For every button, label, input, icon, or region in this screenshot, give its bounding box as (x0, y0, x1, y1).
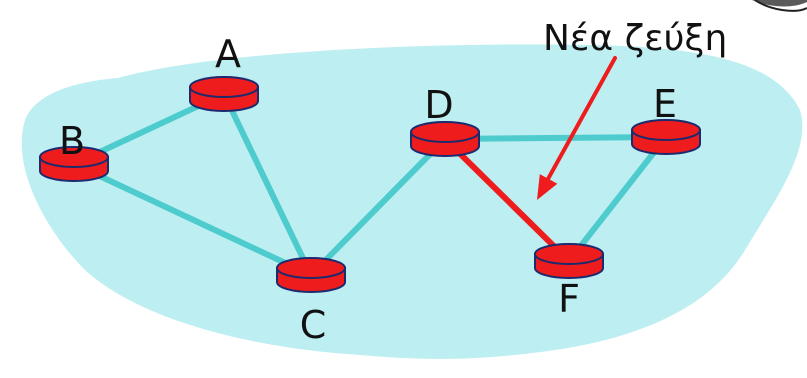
link-A-C (221, 91, 314, 278)
router-a (189, 76, 259, 112)
arrow-shaft (541, 56, 617, 190)
router-label-f: F (558, 277, 580, 321)
new-link-annotation: Νέα ζεύξη (543, 18, 727, 59)
router-top (39, 146, 109, 168)
router-f (534, 243, 604, 279)
router-top (631, 119, 701, 141)
router-c (276, 257, 346, 293)
routers-layer (39, 76, 701, 293)
router-top (189, 76, 259, 98)
link-C-D (308, 136, 448, 278)
router-top (276, 257, 346, 279)
arrow-layer (537, 56, 617, 200)
corner-fragment-edge (754, 0, 807, 12)
router-label-c: C (300, 303, 327, 347)
corner-fragment (752, 0, 807, 7)
link-D-E (442, 134, 669, 142)
labels-layer: A B C D E F (59, 32, 677, 347)
router-b (39, 146, 109, 182)
arrow-head (537, 174, 558, 200)
router-label-a: A (215, 32, 241, 76)
router-e (631, 119, 701, 155)
router-top (410, 121, 480, 143)
router-label-b: B (59, 119, 85, 163)
network-cloud (21, 44, 803, 359)
router-d (410, 121, 480, 157)
router-label-e: E (653, 82, 677, 126)
router-top (534, 243, 604, 265)
new-link-D-F (442, 136, 572, 264)
link-E-F (566, 134, 669, 264)
link-B-C (71, 161, 314, 278)
router-label-d: D (424, 83, 453, 127)
